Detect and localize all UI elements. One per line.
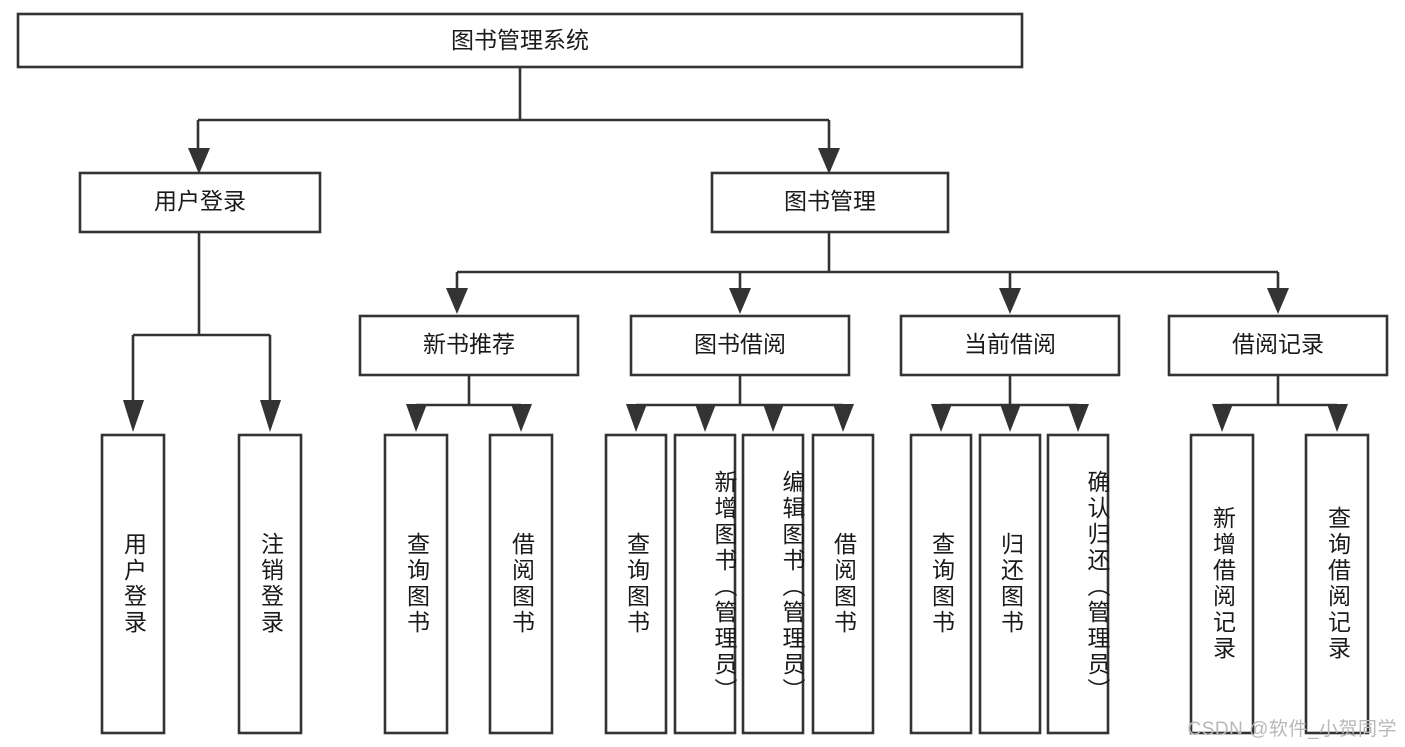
node-current-borrow-box[interactable] [899, 314, 1121, 377]
arrowhead-current-borrow [999, 288, 1021, 314]
arrowhead-cb-child-1 [931, 404, 952, 432]
node-root-box[interactable] [16, 12, 1024, 69]
arrowhead-nb-child-2 [511, 404, 532, 432]
arrowhead-leaf-logout [260, 400, 281, 432]
arrowhead-leaf-user-login [123, 400, 144, 432]
node-book-borrow-box[interactable] [629, 314, 851, 377]
arrowhead-user-login [188, 148, 210, 174]
arrowhead-new-book [446, 288, 468, 314]
node-user-login-box[interactable] [78, 171, 322, 234]
leaf-box-cb-return-book[interactable] [978, 433, 1042, 735]
node-new-book-recommend-box[interactable] [358, 314, 580, 377]
node-book-manage-box[interactable] [710, 171, 950, 234]
leaf-box-user-login[interactable] [100, 433, 166, 735]
leaf-box-nb-query-book[interactable] [383, 433, 449, 735]
node-root-label: 图书管理系统 [451, 27, 589, 53]
arrowhead-book-borrow [729, 288, 751, 314]
leaf-box-bb-edit-book[interactable] [741, 433, 805, 735]
node-book-borrow-label: 图书借阅 [694, 331, 786, 357]
node-book-manage-label: 图书管理 [784, 188, 876, 214]
arrowhead-br-child-2 [1327, 404, 1348, 432]
leaf-box-bb-query-book[interactable] [604, 433, 668, 735]
node-borrow-record-box[interactable] [1167, 314, 1389, 377]
arrowhead-cb-child-3 [1068, 404, 1089, 432]
csdn-watermark: CSDN @软件_小贺同学 [1187, 719, 1397, 740]
leaf-box-br-query-record[interactable] [1304, 433, 1370, 735]
leaf-box-cb-confirm-return[interactable] [1046, 433, 1110, 735]
leaf-box-cb-query-book[interactable] [909, 433, 973, 735]
leaf-box-nb-borrow-book[interactable] [488, 433, 554, 735]
node-new-book-recommend-label: 新书推荐 [423, 331, 515, 357]
arrowhead-borrow-record [1267, 288, 1289, 314]
leaf-box-bb-borrow-book[interactable] [811, 433, 875, 735]
arrowhead-bb-child-2 [695, 404, 716, 432]
arrowhead-bb-child-1 [626, 404, 647, 432]
arrowhead-nb-child-1 [406, 404, 427, 432]
leaf-box-br-add-record[interactable] [1189, 433, 1255, 735]
node-current-borrow-label: 当前借阅 [964, 331, 1056, 357]
arrowhead-bb-child-4 [833, 404, 854, 432]
arrowheads-group [123, 148, 1348, 432]
nodes-group: 图书管理系统 用户登录 图书管理 新书推荐 图书借阅 当前借阅 借阅记录 [16, 12, 1389, 735]
arrowhead-book-manage [818, 148, 840, 174]
node-borrow-record-label: 借阅记录 [1232, 331, 1324, 357]
arrowhead-br-child-1 [1212, 404, 1233, 432]
node-user-login-label: 用户登录 [154, 188, 246, 214]
leaf-box-logout[interactable] [237, 433, 303, 735]
leaf-box-bb-add-book[interactable] [673, 433, 737, 735]
arrowhead-bb-child-3 [763, 404, 784, 432]
arrowhead-cb-child-2 [1000, 404, 1021, 432]
